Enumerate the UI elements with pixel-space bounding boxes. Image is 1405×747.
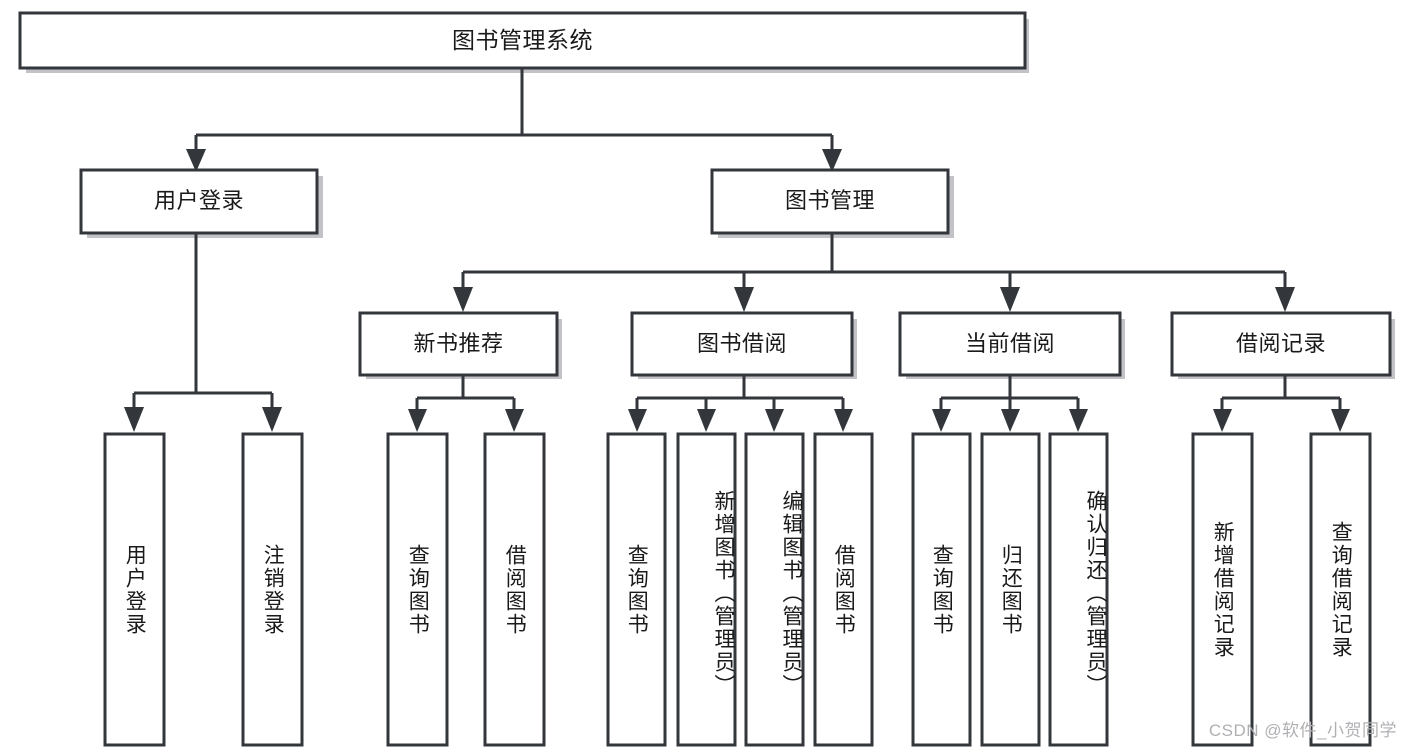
node-leaf-confirm-return-rect[interactable]	[1048, 432, 1109, 747]
edges-new-book-rec	[408, 376, 524, 432]
node-leaf-query-record-rect[interactable]	[1309, 432, 1372, 747]
node-borrow-record-rect[interactable]	[1170, 311, 1392, 377]
edges-book-manage	[453, 234, 1295, 312]
node-leaf-borrow-book-2-rect[interactable]	[813, 432, 874, 747]
node-leaf-edit-book-rect[interactable]	[744, 432, 805, 747]
node-book-manage-rect[interactable]	[710, 168, 950, 235]
node-leaf-borrow-book-1-rect[interactable]	[483, 432, 546, 747]
node-current-borrow-rect[interactable]	[898, 311, 1122, 377]
node-book-borrow-rect[interactable]	[630, 311, 854, 377]
node-user-login-rect[interactable]	[79, 168, 319, 235]
node-leaf-logout-rect[interactable]	[241, 432, 304, 747]
edges-book-borrow	[628, 376, 853, 432]
node-leaf-return-book-rect[interactable]	[980, 432, 1041, 747]
node-new-book-rec-rect[interactable]	[358, 311, 559, 377]
edges-root	[186, 68, 842, 172]
node-leaf-query-book-1-rect[interactable]	[386, 432, 449, 747]
node-leaf-add-record-rect[interactable]	[1191, 432, 1254, 747]
node-leaf-user-login-rect[interactable]	[103, 432, 166, 747]
edges-borrow-record	[1213, 376, 1350, 432]
edges-user-login	[124, 234, 282, 432]
node-root-rect[interactable]	[18, 11, 1027, 70]
edges-current-borrow	[932, 376, 1088, 432]
node-leaf-query-book-2-rect[interactable]	[606, 432, 667, 747]
node-leaf-query-book-3-rect[interactable]	[911, 432, 972, 747]
node-leaf-add-book-rect[interactable]	[676, 432, 737, 747]
node-rects	[18, 11, 1392, 747]
